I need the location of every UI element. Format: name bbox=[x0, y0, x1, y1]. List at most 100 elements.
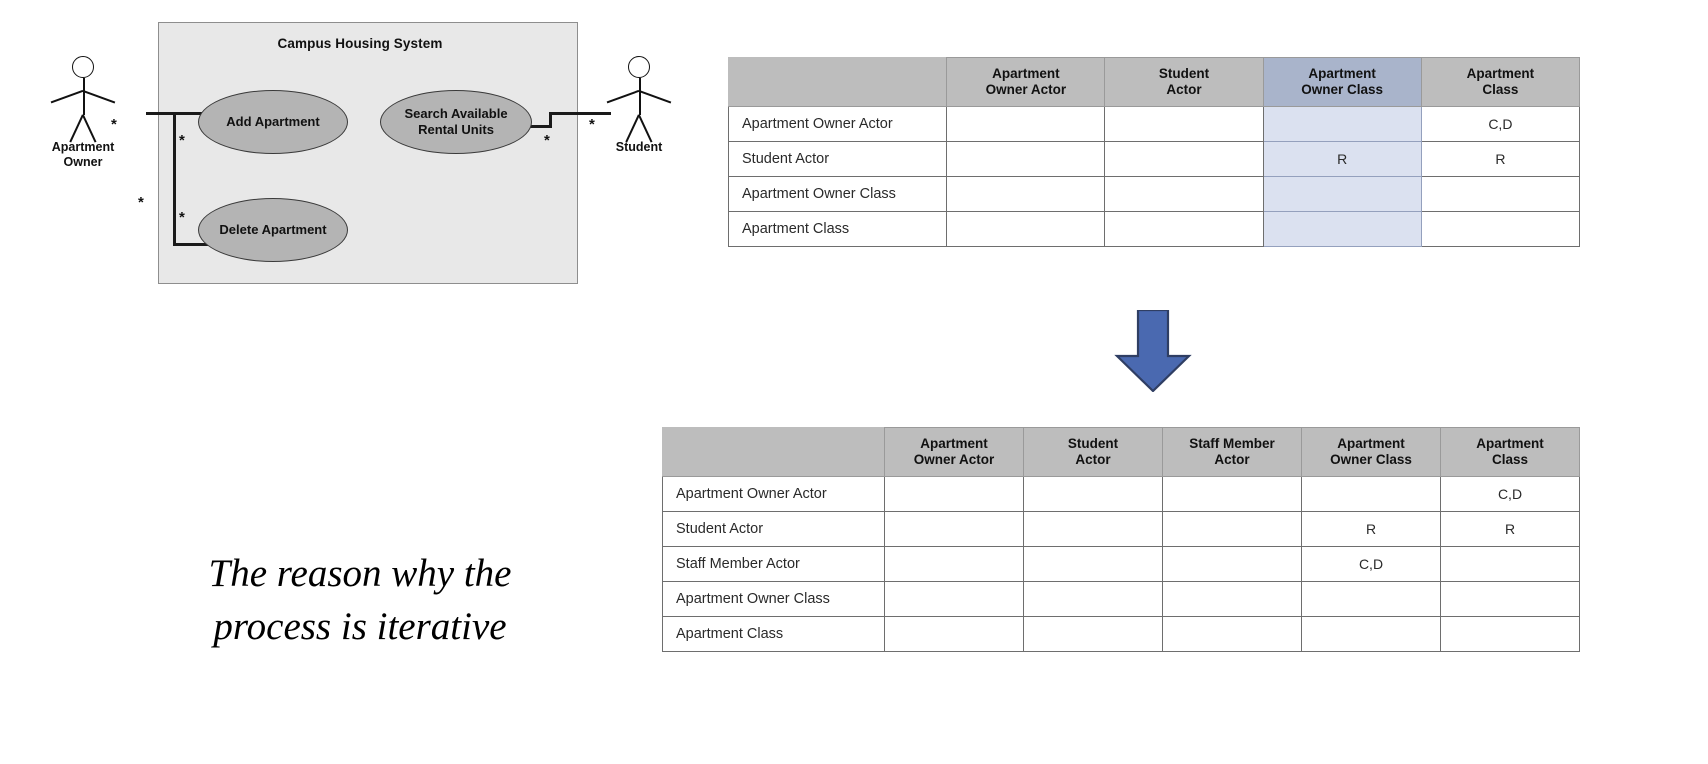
matrix-top-body: Apartment Owner Actor C,D Student Actor … bbox=[727, 106, 1581, 248]
use-case-search-available-rental-units-label: Search Available Rental Units bbox=[404, 106, 508, 137]
matrix-top-cell-2-2[interactable] bbox=[1262, 176, 1422, 213]
matrix-bottom-body: Apartment Owner Actor C,D Student Actor … bbox=[662, 476, 1580, 653]
matrix-bottom-cell-0-3[interactable] bbox=[1301, 476, 1441, 513]
matrix-bottom-cell-4-4[interactable] bbox=[1440, 616, 1580, 653]
matrix-bottom-col-apartment-owner-actor: Apartment Owner Actor bbox=[884, 426, 1024, 478]
matrix-bottom-cell-4-1[interactable] bbox=[1023, 616, 1163, 653]
matrix-top-cell-0-1[interactable] bbox=[1104, 106, 1264, 143]
matrix-top-cell-2-3[interactable] bbox=[1420, 176, 1581, 213]
matrix-top-cell-2-0[interactable] bbox=[946, 176, 1106, 213]
matrix-bottom-col-student-actor: Student Actor bbox=[1023, 426, 1163, 478]
matrix-top-cell-3-1[interactable] bbox=[1104, 211, 1264, 248]
matrix-bottom-cell-3-2[interactable] bbox=[1162, 581, 1302, 618]
matrix-top-header: Apartment Owner Actor Student Actor Apar… bbox=[727, 56, 1581, 108]
actor-apartment-owner-label: Apartment Owner bbox=[51, 140, 115, 170]
matrix-bottom-cell-4-0[interactable] bbox=[884, 616, 1024, 653]
matrix-bottom-header: Apartment Owner Actor Student Actor Staf… bbox=[662, 426, 1580, 478]
matrix-bottom-cell-3-4[interactable] bbox=[1440, 581, 1580, 618]
matrix-top-row-label-1: Student Actor bbox=[727, 141, 948, 178]
matrix-top-cell-3-3[interactable] bbox=[1420, 211, 1581, 248]
matrix-bottom-cell-1-2[interactable] bbox=[1162, 511, 1302, 548]
caption-line-2: process is iterative bbox=[213, 604, 507, 648]
connector-owner-trunk-horizontal bbox=[146, 112, 208, 115]
matrix-top-cell-3-2[interactable] bbox=[1262, 211, 1422, 248]
matrix-bottom-header-row: Apartment Owner Actor Student Actor Staf… bbox=[662, 426, 1580, 478]
matrix-top-col-apartment-owner-actor: Apartment Owner Actor bbox=[946, 56, 1106, 108]
multiplicity-owner-top: * bbox=[111, 116, 117, 133]
connector-search-to-student-stub bbox=[522, 125, 552, 128]
matrix-bottom-cell-2-2[interactable] bbox=[1162, 546, 1302, 583]
matrix-top-cell-1-1[interactable] bbox=[1104, 141, 1264, 178]
table-row: Apartment Class bbox=[662, 616, 1580, 653]
matrix-bottom-cell-2-0[interactable] bbox=[884, 546, 1024, 583]
multiplicity-search-rental-units: * bbox=[544, 132, 550, 149]
use-case-delete-apartment[interactable]: Delete Apartment bbox=[198, 198, 348, 262]
table-row: Apartment Owner Class bbox=[727, 176, 1581, 213]
matrix-bottom-cell-1-3[interactable]: R bbox=[1301, 511, 1441, 548]
matrix-bottom-row-label-1: Student Actor bbox=[662, 511, 885, 548]
use-case-diagram: Campus Housing System * * * * * * Add Ap… bbox=[40, 18, 680, 298]
multiplicity-add-apartment: * bbox=[179, 132, 185, 149]
system-title: Campus Housing System bbox=[277, 36, 443, 51]
stick-figure-icon bbox=[40, 56, 126, 143]
matrix-bottom-cell-2-1[interactable] bbox=[1023, 546, 1163, 583]
matrix-top-cell-1-0[interactable] bbox=[946, 141, 1106, 178]
matrix-top-cell-1-3[interactable]: R bbox=[1420, 141, 1581, 178]
use-case-add-apartment[interactable]: Add Apartment bbox=[198, 90, 348, 154]
actor-student-label: Student bbox=[615, 140, 663, 154]
matrix-top-header-row: Apartment Owner Actor Student Actor Apar… bbox=[727, 56, 1581, 108]
multiplicity-delete-apartment: * bbox=[179, 209, 185, 226]
matrix-bottom-cell-1-1[interactable] bbox=[1023, 511, 1163, 548]
matrix-bottom-row-label-2: Staff Member Actor bbox=[662, 546, 885, 583]
matrix-bottom-cell-4-2[interactable] bbox=[1162, 616, 1302, 653]
caption-line-1: The reason why the bbox=[208, 552, 512, 595]
use-case-search-available-rental-units[interactable]: Search Available Rental Units bbox=[380, 90, 532, 154]
matrix-top-cell-0-2[interactable] bbox=[1262, 106, 1422, 143]
use-case-add-apartment-label: Add Apartment bbox=[226, 114, 320, 130]
table-row: Staff Member Actor C,D bbox=[662, 546, 1580, 583]
table-row: Apartment Owner Actor C,D bbox=[727, 106, 1581, 143]
matrix-bottom-cell-0-2[interactable] bbox=[1162, 476, 1302, 513]
matrix-top-corner-cell bbox=[727, 56, 948, 108]
matrix-bottom-col-apartment-owner-class: Apartment Owner Class bbox=[1301, 426, 1441, 478]
matrix-top-cell-2-1[interactable] bbox=[1104, 176, 1264, 213]
matrix-bottom-cell-4-3[interactable] bbox=[1301, 616, 1441, 653]
matrix-top-col-student-actor: Student Actor bbox=[1104, 56, 1264, 108]
matrix-bottom-cell-1-4[interactable]: R bbox=[1440, 511, 1580, 548]
table-row: Student Actor R R bbox=[662, 511, 1580, 548]
matrix-bottom-cell-2-4[interactable] bbox=[1440, 546, 1580, 583]
matrix-bottom-row-label-3: Apartment Owner Class bbox=[662, 581, 885, 618]
matrix-bottom-cell-2-3[interactable]: C,D bbox=[1301, 546, 1441, 583]
matrix-top-cell-0-0[interactable] bbox=[946, 106, 1106, 143]
matrix-top-row-label-0: Apartment Owner Actor bbox=[727, 106, 948, 143]
matrix-bottom-cell-0-0[interactable] bbox=[884, 476, 1024, 513]
matrix-bottom-cell-3-0[interactable] bbox=[884, 581, 1024, 618]
matrix-top-col-apartment-owner-class: Apartment Owner Class bbox=[1262, 56, 1422, 108]
actor-apartment-owner[interactable]: Apartment Owner bbox=[40, 56, 126, 171]
matrix-bottom-cell-1-0[interactable] bbox=[884, 511, 1024, 548]
connector-search-to-student-horizontal bbox=[549, 112, 611, 115]
matrix-top-cell-1-2[interactable]: R bbox=[1262, 141, 1422, 178]
matrix-top-cell-3-0[interactable] bbox=[946, 211, 1106, 248]
caption-text: The reason why the process is iterative bbox=[150, 548, 570, 653]
connector-owner-to-delete-horizontal bbox=[173, 243, 235, 246]
matrix-bottom-cell-0-1[interactable] bbox=[1023, 476, 1163, 513]
down-arrow-icon bbox=[1113, 308, 1193, 393]
matrix-top-col-apartment-class: Apartment Class bbox=[1420, 56, 1581, 108]
matrix-top-cell-0-3[interactable]: C,D bbox=[1420, 106, 1581, 143]
stick-figure-icon bbox=[596, 56, 682, 143]
use-case-delete-apartment-label: Delete Apartment bbox=[219, 222, 327, 238]
actor-student[interactable]: Student bbox=[596, 56, 682, 155]
matrix-bottom-cell-3-1[interactable] bbox=[1023, 581, 1163, 618]
table-row: Student Actor R R bbox=[727, 141, 1581, 178]
matrix-bottom-cell-3-3[interactable] bbox=[1301, 581, 1441, 618]
connector-owner-trunk-vertical bbox=[173, 112, 176, 246]
matrix-bottom-col-apartment-class: Apartment Class bbox=[1440, 426, 1580, 478]
dependency-matrix-iteration-1: Apartment Owner Actor Student Actor Apar… bbox=[727, 56, 1581, 248]
multiplicity-owner-bottom: * bbox=[138, 194, 144, 211]
dependency-matrix-iteration-2: Apartment Owner Actor Student Actor Staf… bbox=[662, 426, 1580, 653]
matrix-top-row-label-2: Apartment Owner Class bbox=[727, 176, 948, 213]
matrix-bottom-cell-0-4[interactable]: C,D bbox=[1440, 476, 1580, 513]
connector-search-to-student-vertical bbox=[549, 112, 552, 128]
matrix-bottom-col-staff-member-actor: Staff Member Actor bbox=[1162, 426, 1302, 478]
